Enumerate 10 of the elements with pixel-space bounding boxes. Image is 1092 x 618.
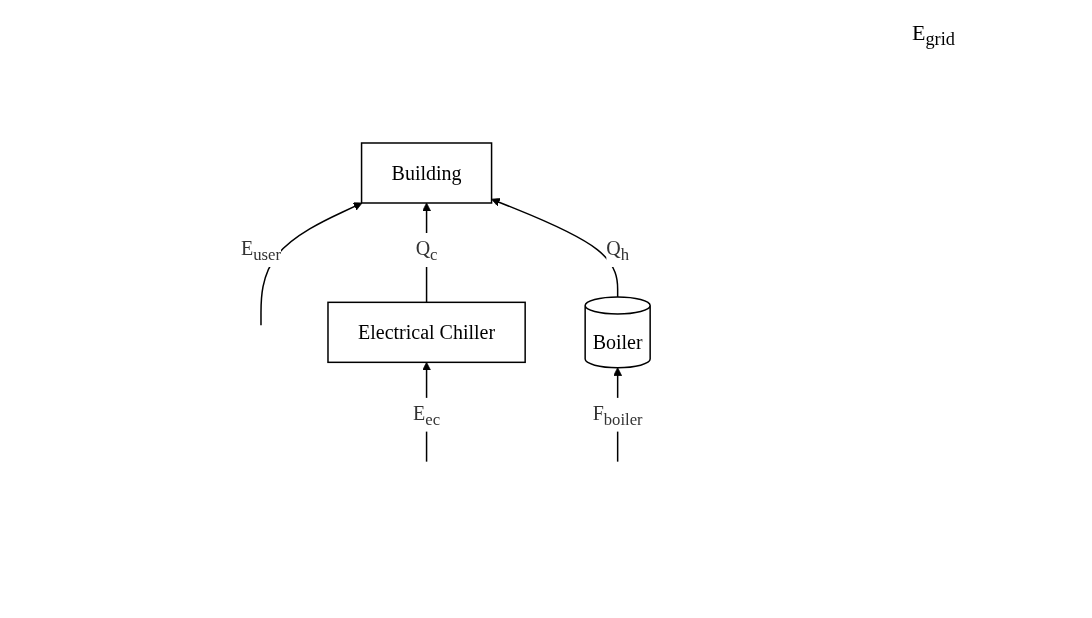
- edge-label: Q$_{c}$: [416, 236, 438, 264]
- node-box: Building: [361, 141, 493, 204]
- edge-label: E$_{user}$: [241, 236, 282, 264]
- flow-label: E$_{grid}$: [912, 20, 956, 51]
- arrow: [260, 202, 363, 326]
- edge-label: E$_{ec}$: [413, 401, 441, 429]
- node-box: Electrical Chiller: [327, 301, 527, 363]
- edge-label: F$_{boiler}$: [593, 401, 644, 429]
- edge-label: Q$_{h}$: [606, 236, 630, 264]
- arrow: [491, 197, 619, 298]
